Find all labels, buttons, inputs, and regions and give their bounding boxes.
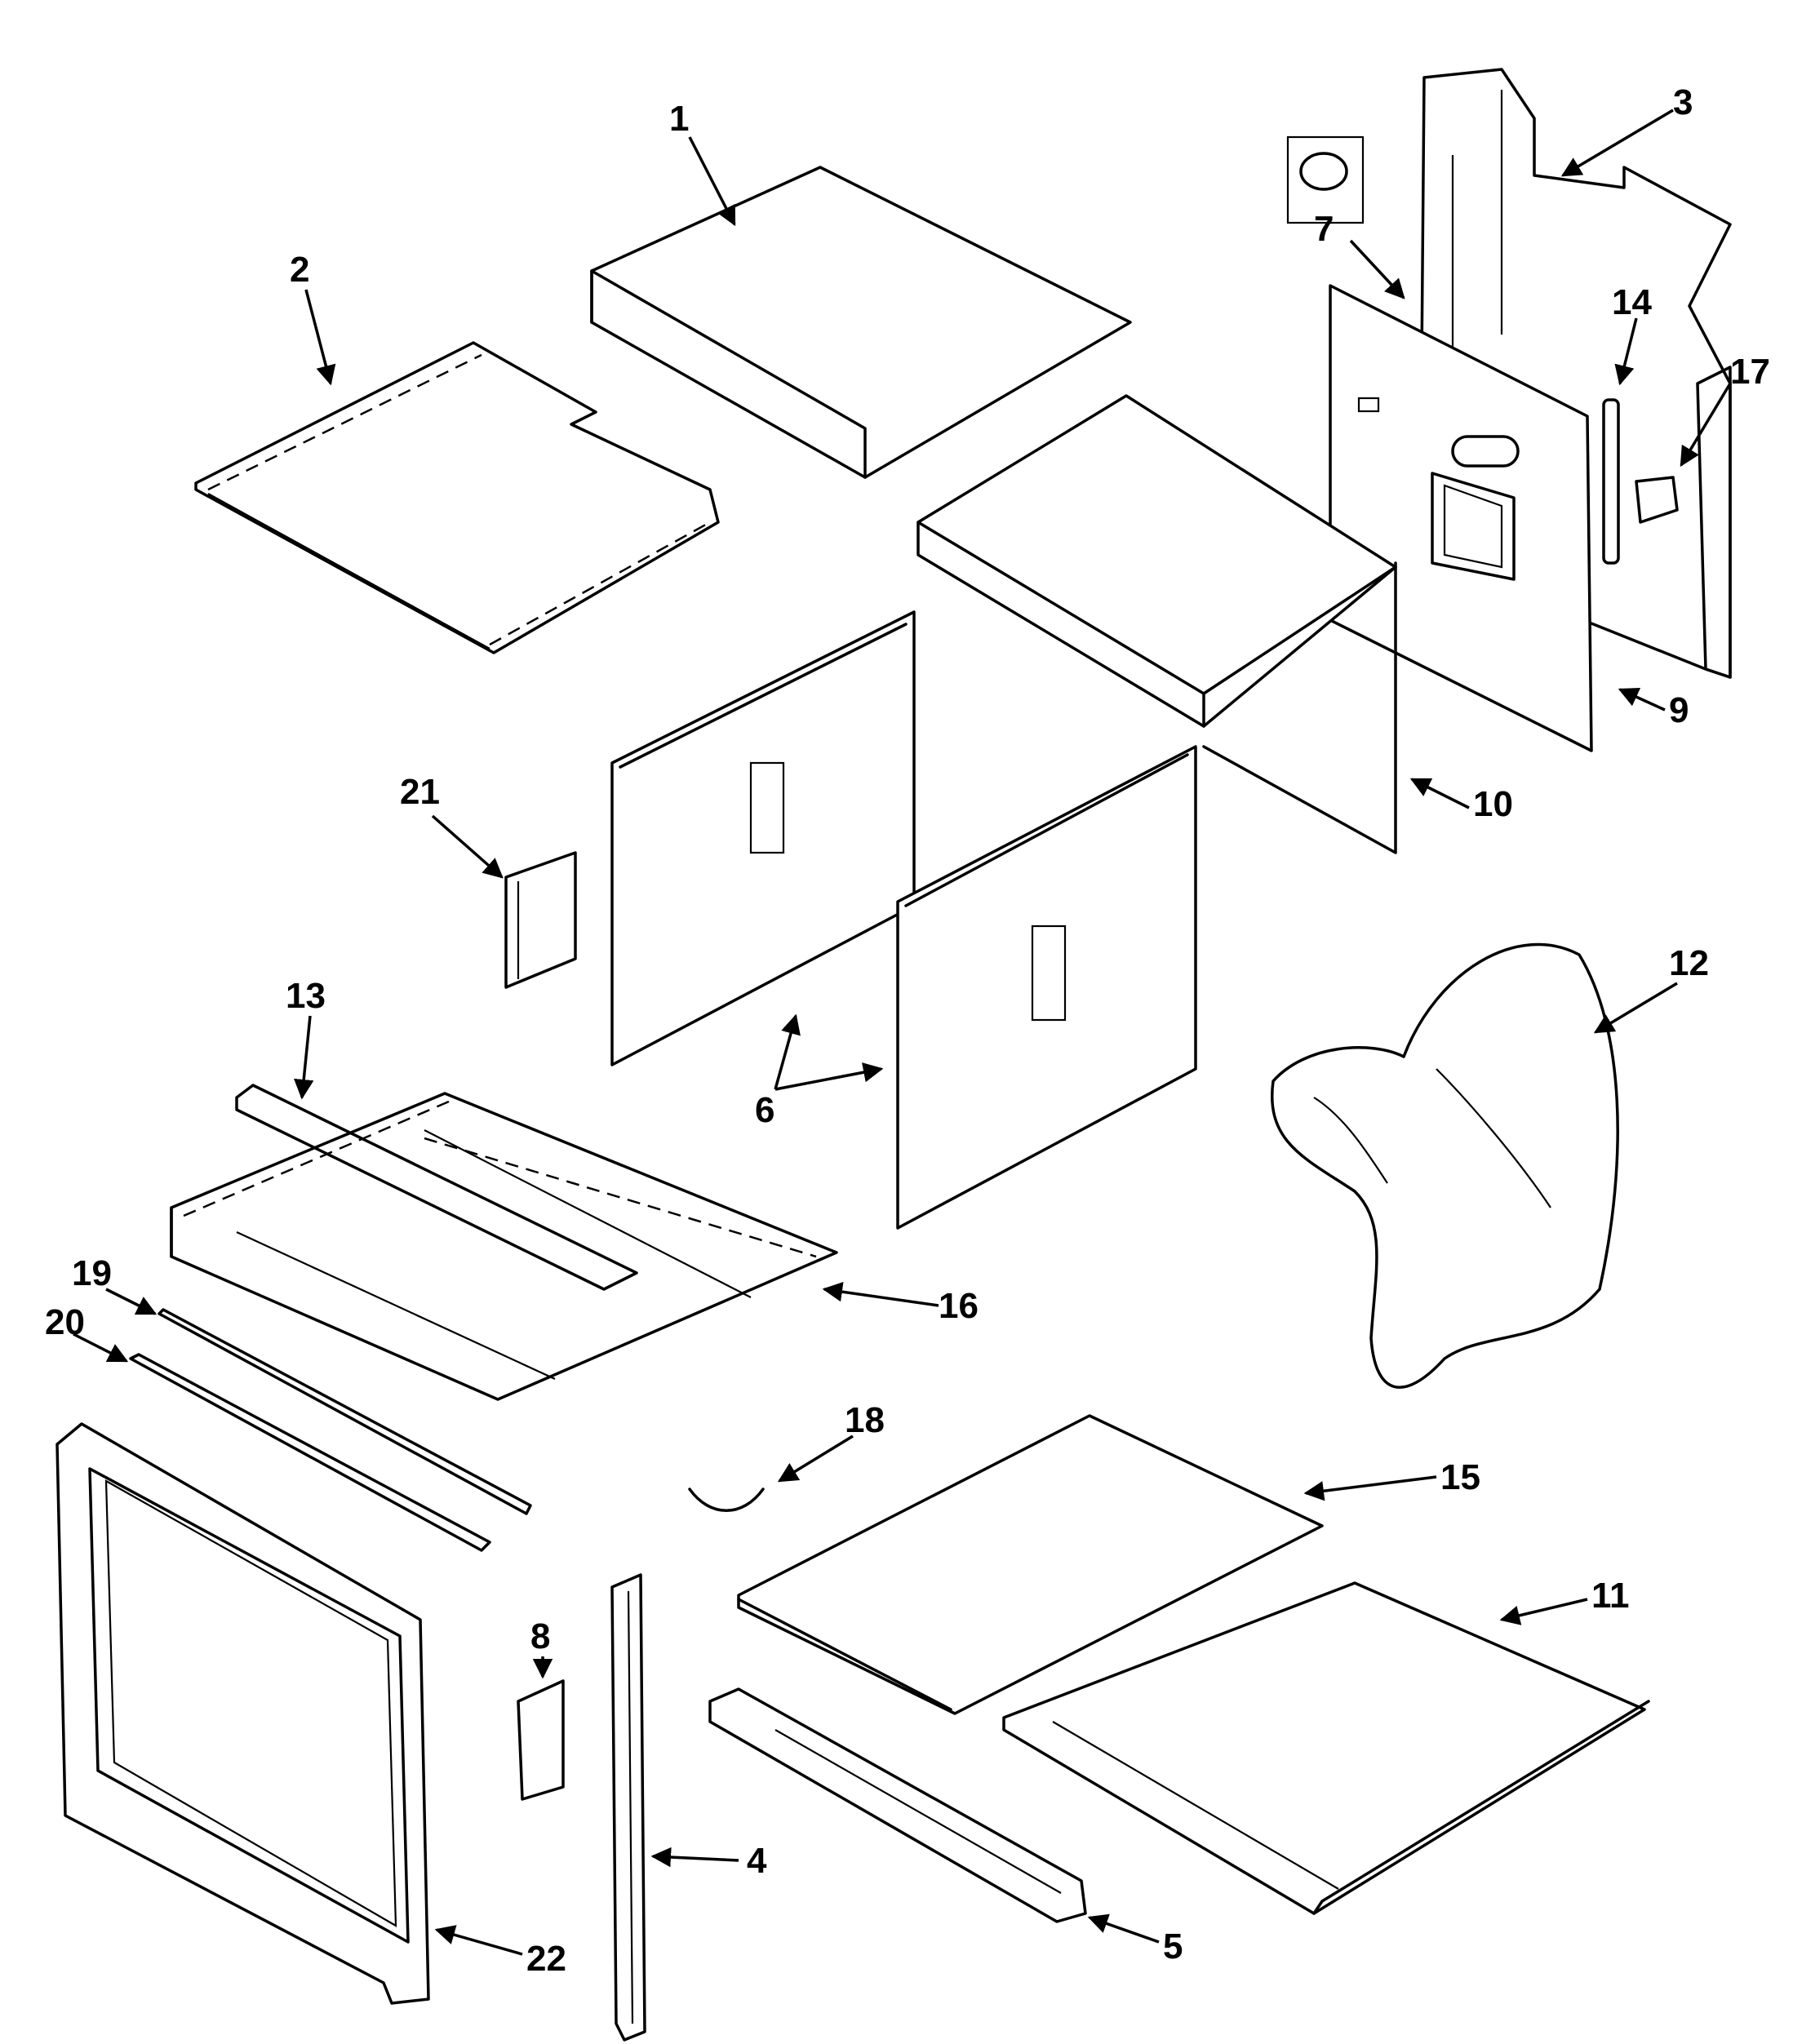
part-21-bracket xyxy=(504,851,577,989)
part-15-broiler-plate xyxy=(737,1414,1324,1715)
callout-10: 10 xyxy=(1473,784,1513,824)
part-6-right-side-panel xyxy=(896,745,1197,1230)
part-5-kick-panel xyxy=(708,1687,1087,1923)
callout-2: 2 xyxy=(290,250,309,290)
callout-3: 3 xyxy=(1673,82,1693,122)
part-8-hinge xyxy=(517,1679,565,1801)
part-12-insulation xyxy=(1271,942,1619,1390)
callout-4: 4 xyxy=(747,1841,767,1881)
callout-11: 11 xyxy=(1591,1576,1630,1616)
callout-1: 1 xyxy=(669,99,689,139)
part-9-rear-inner-panel xyxy=(1329,284,1593,752)
callout-8: 8 xyxy=(530,1616,550,1656)
callout-5: 5 xyxy=(1163,1927,1183,1966)
callout-12: 12 xyxy=(1669,943,1709,983)
part-1-top-panel xyxy=(590,166,1132,479)
part-7-thermostat xyxy=(1286,135,1365,224)
part-16-oven-floor xyxy=(170,1092,838,1401)
callout-15: 15 xyxy=(1440,1457,1480,1497)
callout-19: 19 xyxy=(72,1253,112,1293)
callout-leaders xyxy=(73,109,1732,1956)
callout-9: 9 xyxy=(1669,690,1689,730)
part-2-support-frame xyxy=(194,341,720,654)
callout-22: 22 xyxy=(526,1939,566,1979)
part-20-trim-strip xyxy=(129,1353,491,1552)
callout-16: 16 xyxy=(939,1286,979,1326)
callout-13: 13 xyxy=(286,976,326,1016)
part-13-vent xyxy=(235,1084,638,1291)
part-17-switch xyxy=(1635,476,1679,524)
callout-20: 20 xyxy=(45,1302,85,1342)
callout-14: 14 xyxy=(1612,282,1652,322)
part-4-side-trim xyxy=(610,1573,646,2042)
part-18-clip xyxy=(688,1488,765,1512)
callout-18: 18 xyxy=(845,1400,885,1440)
part-11-bottom-panel xyxy=(1002,1581,1650,1915)
part-14-strip xyxy=(1602,398,1620,565)
part-22-door-frame xyxy=(55,1422,430,2005)
part-6-left-side-panel xyxy=(610,610,916,1066)
part-19-trim-strip xyxy=(158,1308,532,1515)
callout-7: 7 xyxy=(1314,209,1334,249)
callout-21: 21 xyxy=(400,772,440,812)
callout-17: 17 xyxy=(1730,352,1770,392)
callout-6: 6 xyxy=(755,1090,774,1130)
part-10-oven-body xyxy=(916,394,1397,854)
